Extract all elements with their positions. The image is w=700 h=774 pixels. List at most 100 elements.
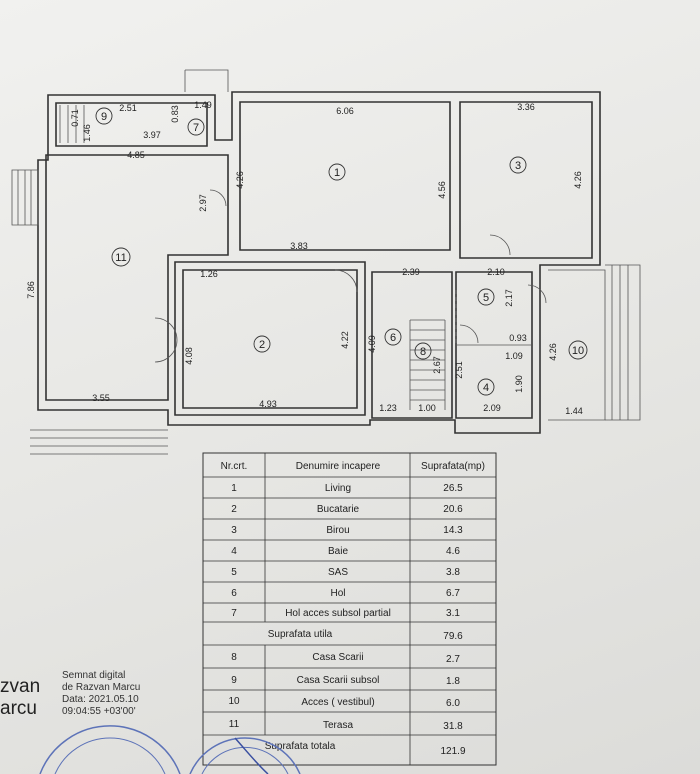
dim-0-71: 0.71 bbox=[70, 109, 80, 127]
dim-2-67: 2.67 bbox=[432, 356, 442, 374]
dim-4-09: 4.09 bbox=[367, 335, 377, 353]
table-row-nr: 9 bbox=[231, 675, 237, 686]
room-marker-4 bbox=[477, 378, 495, 396]
dim-0-93: 0.93 bbox=[509, 333, 527, 343]
dim-6-06: 6.06 bbox=[336, 106, 354, 116]
dim-2-51: 2.51 bbox=[119, 103, 137, 113]
room-marker-5 bbox=[477, 288, 495, 306]
table-row-area: 6.0 bbox=[446, 698, 460, 709]
dim-4-93: 4.93 bbox=[259, 399, 277, 409]
dim-2-09: 2.09 bbox=[483, 403, 501, 413]
dim-2-10: 2.10 bbox=[487, 267, 505, 277]
table-row-area: 3.8 bbox=[446, 567, 460, 578]
table-row-area: 6.7 bbox=[446, 588, 460, 599]
room-label-1: 1 bbox=[334, 167, 340, 179]
table-row-name: Casa Scarii subsol bbox=[297, 675, 380, 686]
room-label-8: 8 bbox=[420, 346, 426, 358]
table-row-nr: 10 bbox=[228, 696, 240, 707]
table-row-name: Acces ( vestibul) bbox=[301, 697, 374, 708]
table-row-area: 4.6 bbox=[446, 546, 460, 557]
room-label-2: 2 bbox=[259, 339, 265, 351]
signer-name-line-1: zvan bbox=[0, 676, 41, 697]
table-row-nr: 7 bbox=[231, 608, 237, 619]
table-row-area: 1.8 bbox=[446, 676, 460, 687]
table-row-name: Living bbox=[325, 483, 351, 494]
room-marker-8 bbox=[414, 342, 432, 360]
dim-7-86: 7.86 bbox=[26, 281, 36, 299]
dim-4-08: 4.08 bbox=[184, 347, 194, 365]
room-label-7: 7 bbox=[193, 122, 199, 134]
digital-signature: Semnat digital de Razvan Marcu Data: 202… bbox=[62, 670, 140, 718]
table-row-name: Bucatarie bbox=[317, 504, 360, 515]
dim-1-09: 1.09 bbox=[505, 351, 523, 361]
dim-1-90: 1.90 bbox=[514, 375, 524, 393]
room-label-4: 4 bbox=[483, 382, 489, 394]
area-table: Nr.crt. Denumire incapere Suprafata(mp) … bbox=[202, 452, 497, 766]
table-row-nr: 2 bbox=[231, 504, 237, 515]
dim-1-00: 1.00 bbox=[418, 403, 436, 413]
dim-4-26-a: 4.26 bbox=[235, 171, 245, 189]
table-row-name: SAS bbox=[328, 567, 348, 578]
useful-area-label: Suprafata utila bbox=[268, 629, 333, 640]
dim-1-46: 1.46 bbox=[82, 124, 92, 142]
table-row-nr: 4 bbox=[231, 546, 237, 557]
table-row-nr: 8 bbox=[231, 652, 237, 663]
signature-date: Data: 2021.05.10 bbox=[62, 694, 139, 705]
signer-name: zvan arcu bbox=[0, 676, 40, 720]
table-row-name: Baie bbox=[328, 546, 348, 557]
table-row-area: 3.1 bbox=[446, 608, 460, 619]
table-row-name: Terasa bbox=[323, 720, 353, 731]
dim-0-83: 0.83 bbox=[170, 105, 180, 123]
room-marker-10 bbox=[568, 340, 588, 360]
dim-2-51-b: 2.51 bbox=[454, 361, 464, 379]
dim-4-22: 4.22 bbox=[340, 331, 350, 349]
dim-4-26-b: 4.26 bbox=[573, 171, 583, 189]
table-header-area: Suprafata(mp) bbox=[421, 461, 485, 472]
signature-line-2: de Razvan Marcu bbox=[62, 682, 141, 693]
dim-3-83: 3.83 bbox=[290, 241, 308, 251]
room-label-3: 3 bbox=[515, 160, 521, 172]
total-area-value: 121.9 bbox=[440, 746, 465, 757]
dim-2-97: 2.97 bbox=[198, 194, 208, 212]
dim-4-85: 4.85 bbox=[127, 150, 145, 160]
room-marker-9 bbox=[95, 107, 113, 125]
room-marker-2 bbox=[253, 335, 271, 353]
dim-3-36: 3.36 bbox=[517, 102, 535, 112]
table-row-nr: 5 bbox=[231, 567, 237, 578]
dim-4-56: 4.56 bbox=[437, 181, 447, 199]
table-row-area: 2.7 bbox=[446, 654, 460, 665]
dim-4-26-c: 4.26 bbox=[548, 343, 558, 361]
dim-2-17: 2.17 bbox=[504, 289, 514, 307]
signature-line-1: Semnat digital bbox=[62, 670, 126, 681]
table-header-nr: Nr.crt. bbox=[221, 461, 248, 472]
dim-1-26: 1.26 bbox=[200, 269, 218, 279]
table-row-nr: 3 bbox=[231, 525, 237, 536]
table-header-name: Denumire incapere bbox=[296, 461, 381, 472]
dim-1-23: 1.23 bbox=[379, 403, 397, 413]
signer-name-line-2: arcu bbox=[0, 698, 37, 719]
table-row-name: Hol acces subsol partial bbox=[285, 608, 391, 619]
room-label-10: 10 bbox=[572, 345, 584, 357]
table-row-area: 31.8 bbox=[443, 721, 463, 732]
table-row-name: Casa Scarii bbox=[312, 652, 363, 663]
room-marker-11 bbox=[111, 247, 131, 267]
room-marker-3 bbox=[509, 156, 527, 174]
dim-1-44: 1.44 bbox=[565, 406, 583, 416]
walls bbox=[11, 69, 641, 455]
stamp-seals bbox=[39, 725, 301, 774]
dim-2-39: 2.39 bbox=[402, 267, 420, 277]
table-row-name: Birou bbox=[326, 525, 349, 536]
room-label-11: 11 bbox=[115, 252, 126, 264]
total-area-label: Suprafata totala bbox=[265, 741, 336, 752]
table-row-area: 14.3 bbox=[443, 525, 463, 536]
room-label-5: 5 bbox=[483, 292, 489, 304]
table-row-name: Hol bbox=[330, 588, 345, 599]
room-marker-1 bbox=[328, 163, 346, 181]
table-row-area: 20.6 bbox=[443, 504, 463, 515]
table-row-area: 26.5 bbox=[443, 483, 463, 494]
room-marker-6 bbox=[384, 328, 402, 346]
table-row-nr: 11 bbox=[229, 719, 240, 730]
table-row-nr: 1 bbox=[231, 483, 237, 494]
